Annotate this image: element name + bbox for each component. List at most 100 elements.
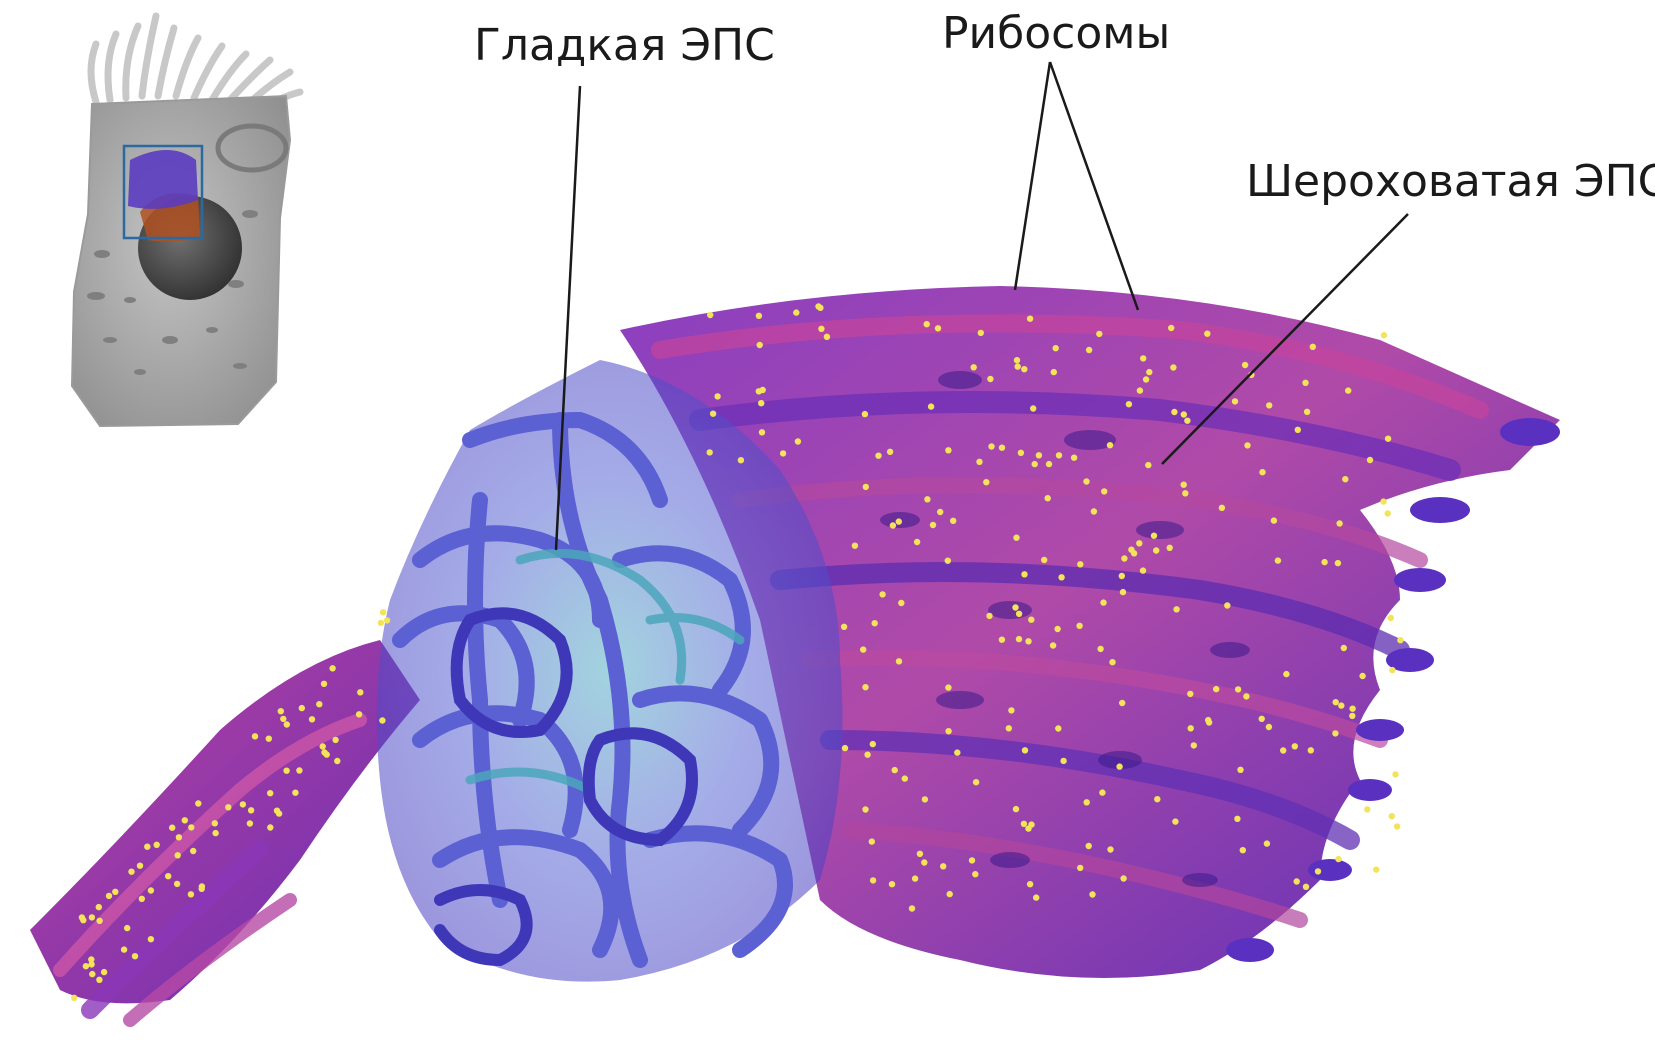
ribosome-dot (1046, 461, 1052, 467)
ribosome-dot (1315, 868, 1321, 874)
ribosome-dot (1181, 482, 1187, 488)
ribosome-dot (1154, 796, 1160, 802)
ribosome-dot (1264, 840, 1270, 846)
ribosome-dot (1107, 442, 1113, 448)
leader-line-ribosome-2 (1050, 62, 1138, 310)
ribosome-dot (1219, 505, 1225, 511)
ribosome-dot (1259, 469, 1265, 475)
ribosome-dot (756, 313, 762, 319)
ribosome-dot (922, 796, 928, 802)
ribosome-dot (1359, 673, 1365, 679)
ribosome-dot (1051, 369, 1057, 375)
ribosome-dot (945, 728, 951, 734)
ribosome-dot (896, 658, 902, 664)
ribosome-dot (1271, 517, 1277, 523)
ribosome-dot (83, 963, 89, 969)
ribosome-dot (1336, 520, 1342, 526)
ribosome-dot (274, 808, 280, 814)
ribosome-dot (1294, 878, 1300, 884)
ribosome-dot (112, 889, 118, 895)
leader-line-ribosome-1 (1015, 62, 1050, 290)
ribosome-dot (1032, 461, 1038, 467)
ribosome-dot (841, 624, 847, 630)
ribosome-dot (124, 925, 130, 931)
ribosome-dot (1109, 659, 1115, 665)
ribosome-dot (225, 804, 231, 810)
ribosome-dot (137, 863, 143, 869)
ribosome-dot (1145, 462, 1151, 468)
ribosome-dot (973, 779, 979, 785)
ribosome-dot (199, 886, 205, 892)
ribosome-dot (1184, 418, 1190, 424)
ribosome-dot (1099, 789, 1105, 795)
ribosome-dot (862, 684, 868, 690)
ribosome-dot (1385, 436, 1391, 442)
ribosome-dot (1022, 747, 1028, 753)
ribosome-dot (909, 905, 915, 911)
ribosome-dot (1027, 881, 1033, 887)
ribosome-dot (1266, 724, 1272, 730)
ribosome-dot (96, 918, 102, 924)
ribosome-dot (188, 891, 194, 897)
ribosome-dot (862, 806, 868, 812)
ribosome-dot (1016, 636, 1022, 642)
ribosome-dot (1140, 567, 1146, 573)
ribosome-dot (252, 733, 258, 739)
ribosome-dot (969, 857, 975, 863)
ribosome-dot (321, 749, 327, 755)
ribosome-dot (1014, 357, 1020, 363)
ribosome-dot (890, 522, 896, 528)
ribosome-dot (1136, 540, 1142, 546)
ribosome-dot (1242, 362, 1248, 368)
ribosome-dot (89, 914, 95, 920)
ribosome-dot (818, 326, 824, 332)
ribosome-dot (292, 790, 298, 796)
label-ribosomes: Рибосомы (942, 12, 1170, 56)
ribosome-dot (1076, 623, 1082, 629)
ribosome-dot (912, 875, 918, 881)
ribosome-dot (1243, 693, 1249, 699)
ribosome-dot (1170, 364, 1176, 370)
ribosome-dot (334, 758, 340, 764)
ribosome-dot (714, 393, 720, 399)
ribosome-dot (1389, 667, 1395, 673)
ribosome-dot (1308, 747, 1314, 753)
cell-inset (72, 16, 300, 426)
ribosome-dot (384, 617, 390, 623)
ribosome-dot (1083, 478, 1089, 484)
ribosome-dot (902, 775, 908, 781)
ribosome-dot (121, 946, 127, 952)
ribosome-dot (71, 995, 77, 1001)
ribosome-dot (1224, 602, 1230, 608)
ribosome-dot (999, 637, 1005, 643)
ribosome-dot (1234, 816, 1240, 822)
ribosome-dot (1146, 369, 1152, 375)
ribosome-dot (817, 305, 823, 311)
ribosome-dot (79, 914, 85, 920)
ribosome-dot (1280, 747, 1286, 753)
ribosome-dot (870, 741, 876, 747)
ribosome-dot (1304, 409, 1310, 415)
ribosome-dot (983, 479, 989, 485)
ribosome-dot (1084, 799, 1090, 805)
ribosome-dot (1121, 555, 1127, 561)
ribosome-dot (379, 717, 385, 723)
ribosome-dot (266, 736, 272, 742)
ribosome-dot (1392, 771, 1398, 777)
ribosome-dot (930, 522, 936, 528)
ribosome-dot (1021, 366, 1027, 372)
ribosome-dot (860, 646, 866, 652)
ribosome-dot (1120, 589, 1126, 595)
ribosome-dot (945, 684, 951, 690)
ribosome-dot (710, 411, 716, 417)
ribosome-dot (1086, 843, 1092, 849)
ribosome-dot (1025, 638, 1031, 644)
ribosome-dot (175, 852, 181, 858)
ribosome-dot (1342, 476, 1348, 482)
ribosome-dot (1128, 547, 1134, 553)
ribosome-dot (1033, 894, 1039, 900)
ribosome-dot (356, 711, 362, 717)
ribosome-dot (875, 453, 881, 459)
ribosome-dot (309, 716, 315, 722)
ribosome-dot (1237, 767, 1243, 773)
